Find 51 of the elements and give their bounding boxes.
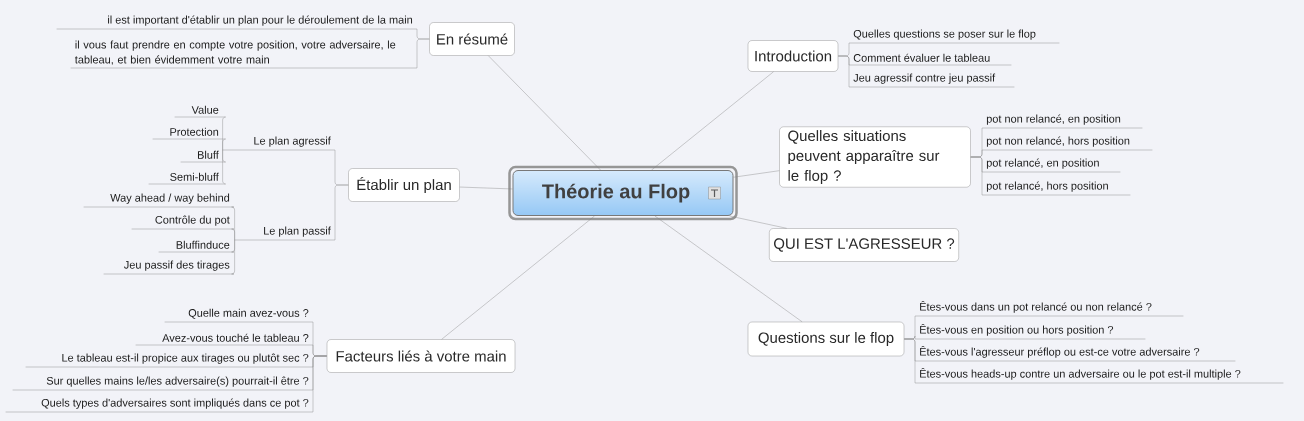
subtopic-label: pot relancé, en position [981,158,1121,173]
subtopic-label: il est important d'établir un plan pour le déroulement de la main [56,15,418,30]
bracket-connector [838,42,850,88]
topic-box: Établir un plan [348,168,460,202]
connector-line [488,55,601,171]
subtopic-label: Êtes-vous heads-up contre un adversaire ou le pot est-il multiple ? [914,367,1284,384]
subtopic-label: Comment évaluer le tableau [848,53,1012,66]
subtopic-label: Bluffinduce [158,240,235,253]
subtopic-label: pot non relancé, hors position [981,136,1153,151]
subtopic-label: Le plan agressif [222,136,336,151]
subtopic-label: pot relancé, hors position [981,181,1131,196]
bracket-connector [904,315,916,384]
subtopic-label: Le tableau est-il propice aux tirages ou plutôt sec ? [25,353,314,368]
subtopic-label: Êtes-vous dans un pot relancé ou non relancé ? [914,300,1184,317]
connector-line [729,215,787,229]
subtopic-label: il vous faut prendre en compte votre position, votre adversaire, le tableau, et bien évidemment votre main [70,40,418,69]
bracket-connector [334,149,349,241]
connector-line [441,215,595,340]
subtopic-label: pot non relancé, en position [981,114,1143,129]
subtopic-label: Jeu agressif contre jeu passif [848,73,1015,88]
subtopic-label: Jeu passif des tirages [103,260,235,275]
bracket-connector [231,206,235,275]
subtopic-label: Le plan passif [234,226,336,241]
subtopic-label: Way ahead / way behind [83,193,235,208]
subtopic-label: Value [174,105,224,118]
subtopic-label: Quels types d'adversaires sont impliqués dans ce pot ? [5,398,314,413]
central-topic-box: Théorie au Flop [508,165,738,221]
connector-line [459,186,513,190]
subtopic-label: Quelle main avez-vous ? [164,308,314,323]
connector-line [733,170,780,178]
subtopic-label: Semi-bluff [148,172,224,185]
connector-line [654,215,803,322]
subtopic-label: Sur quelles mains le/les adversaire(s) pourrait-il être ? [12,376,314,391]
subtopic-label: Quelles questions se poser sur le flop [848,29,1060,44]
subtopic-label: Bluff [180,150,224,163]
topic-box: Questions sur le flop [747,321,905,357]
topic-box: Introduction [747,40,839,72]
bracket-connector [222,116,226,185]
subtopic-label: Avez-vous touché le tableau ? [135,333,314,346]
bracket-connector [312,321,327,413]
subtopic-label: Contrôle du pot [131,215,235,230]
topic-box: QUI EST L'AGRESSEUR ? [769,228,959,262]
topic-box: Quelles situations peuvent apparaître sur le flop ? [779,126,971,188]
bracket-connector [416,28,430,69]
subtopic-label: Êtes-vous l'agresseur préflop ou est-ce votre adversaire ? [914,345,1236,362]
bracket-connector [970,127,983,196]
topic-box: En résumé [429,22,515,56]
topic-box: Facteurs liés à votre main [326,339,516,373]
subtopic-label: Protection [152,127,224,140]
connector-line [651,71,774,171]
subtopic-label: Êtes-vous en position ou hors position ? [914,323,1146,340]
